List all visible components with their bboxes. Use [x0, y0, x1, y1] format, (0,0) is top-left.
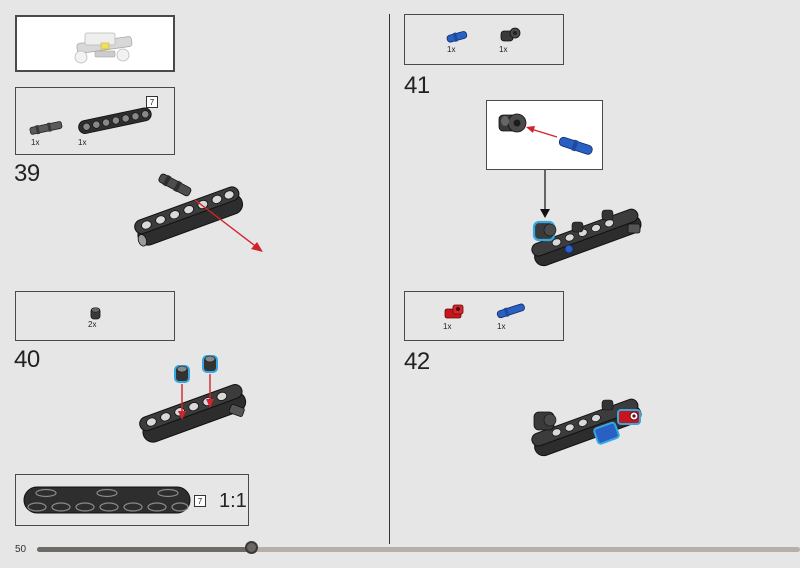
blue-axle-pin-icon: [446, 31, 468, 43]
step-41-callout-box: [486, 100, 603, 170]
submodel-preview-box: [15, 15, 175, 72]
scale-label: 1:1: [219, 490, 247, 512]
step-42-illustration: [531, 398, 642, 457]
step-39-illustration: [134, 173, 263, 252]
step-41-number: 41: [404, 72, 430, 99]
step-40-part-1-qty: 2x: [88, 320, 97, 329]
progress-track: [37, 547, 800, 552]
blue-axle-icon: [496, 303, 525, 319]
callout-pointer-arrow: [540, 170, 550, 218]
beam-length-tag: 7: [146, 96, 158, 108]
step-41-part-1-qty: 1x: [447, 45, 456, 54]
step-39-number: 39: [14, 160, 40, 187]
axle-grey-icon: [29, 121, 63, 135]
red-connector-icon: [444, 304, 464, 319]
step-41-callout-image: [498, 113, 593, 155]
step-42-number: 42: [404, 348, 430, 375]
progress-fill: [37, 547, 251, 552]
submodel-preview-image: [74, 32, 133, 64]
step-42-parts-box: 1x 1x: [404, 291, 564, 341]
pin-connector-icon: [90, 307, 101, 320]
step-40-parts-box: 2x: [15, 291, 175, 341]
beam-1-to-1-image: [23, 486, 191, 514]
beam-7-icon: [78, 107, 152, 134]
grey-connector-icon: [500, 27, 521, 42]
step-42-part-2-qty: 1x: [497, 322, 506, 331]
step-39-part-2-qty: 1x: [78, 138, 87, 147]
scale-reference-box: 7 1:1: [15, 474, 249, 526]
step-39-parts-box: 1x 7 1x: [15, 87, 175, 155]
step-41-illustration: [531, 208, 642, 267]
step-40-illustration: [139, 355, 247, 443]
page-number: 50: [15, 544, 27, 555]
step-41-parts-box: 1x 1x: [404, 14, 564, 65]
step-39-part-1-qty: 1x: [31, 138, 40, 147]
progress-knob[interactable]: [245, 541, 258, 554]
scale-length-tag: 7: [194, 495, 206, 507]
column-divider: [389, 14, 390, 544]
step-40-number: 40: [14, 346, 40, 373]
step-41-part-2-qty: 1x: [499, 45, 508, 54]
step-42-part-1-qty: 1x: [443, 322, 452, 331]
